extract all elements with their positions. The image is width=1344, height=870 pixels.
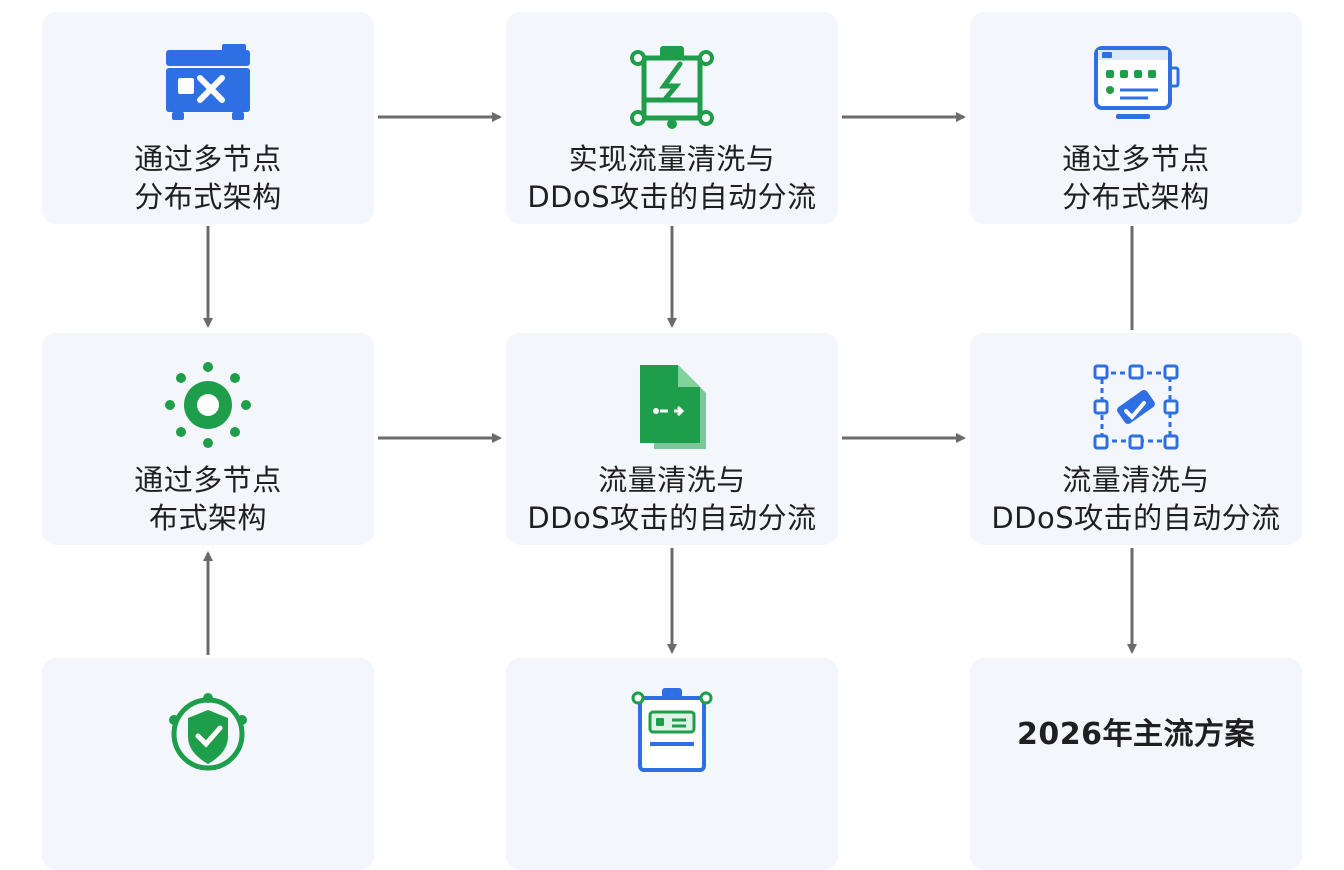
node-4-label: 通过多节点 布式架构 xyxy=(134,463,282,535)
node-2-card: 实现流量清洗与 DDoS攻击的自动分流 xyxy=(506,12,838,224)
selection-check-icon xyxy=(1093,364,1179,450)
node-8-card xyxy=(506,658,838,870)
circuit-board-icon xyxy=(631,688,713,772)
server-x-icon xyxy=(166,44,250,120)
node-6-card: 流量清洗与 DDoS攻击的自动分流 xyxy=(970,333,1302,545)
sun-gear-icon xyxy=(165,362,251,448)
node-7-card xyxy=(42,658,374,870)
monitor-dashboard-icon xyxy=(1094,46,1180,119)
node-1-card: 通过多节点 分布式架构 xyxy=(42,12,374,224)
node-6-label: 流量清洗与 DDoS攻击的自动分流 xyxy=(991,463,1281,535)
node-2-label: 实现流量清洗与 DDoS攻击的自动分流 xyxy=(527,142,817,214)
node-3-card: 通过多节点 分布式架构 xyxy=(970,12,1302,224)
node-5-card: 流量清洗与 DDoS攻击的自动分流 xyxy=(506,333,838,545)
node-9-label: 2026年主流方案 xyxy=(1017,717,1255,752)
node-9-card: 2026年主流方案 xyxy=(970,658,1302,870)
node-3-label: 通过多节点 分布式架构 xyxy=(1062,142,1210,214)
node-4-card: 通过多节点 布式架构 xyxy=(42,333,374,545)
node-1-label: 通过多节点 分布式架构 xyxy=(134,142,282,214)
node-5-label: 流量清洗与 DDoS攻击的自动分流 xyxy=(527,463,817,535)
document-stack-icon xyxy=(640,365,706,449)
network-node-icon xyxy=(630,46,714,129)
shield-check-icon xyxy=(169,693,247,771)
